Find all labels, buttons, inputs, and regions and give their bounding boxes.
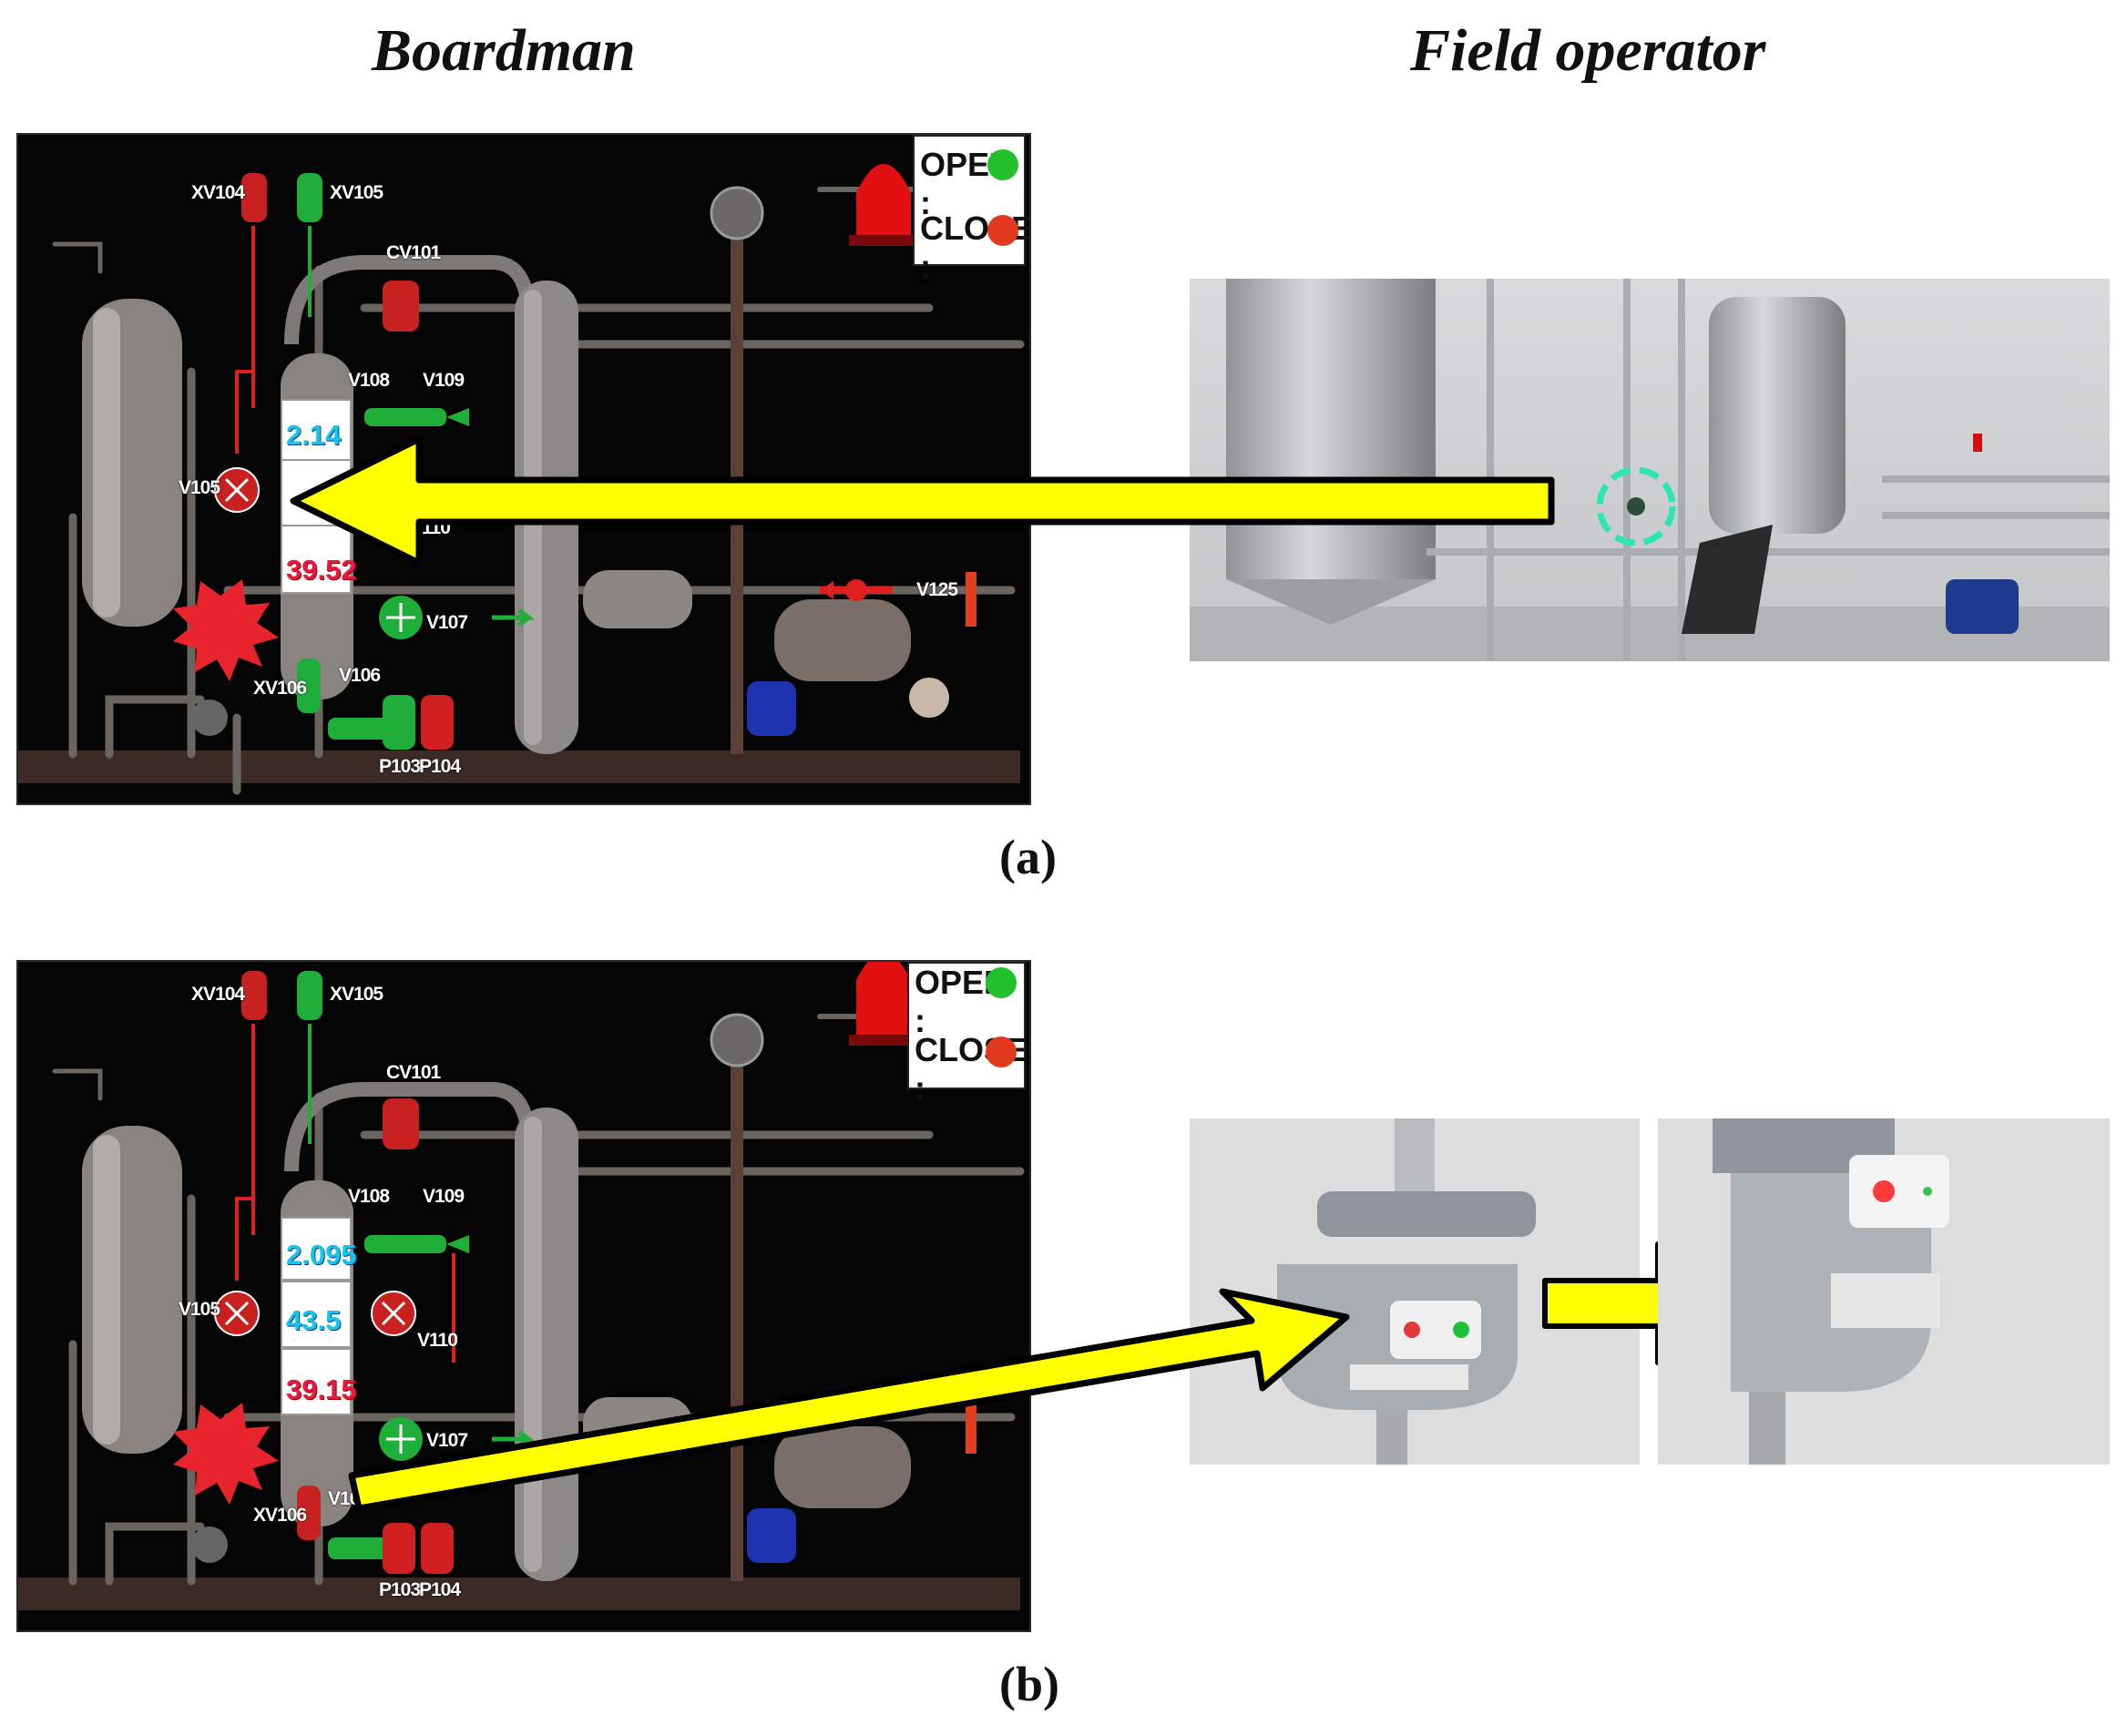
heat-exchanger bbox=[583, 570, 692, 628]
readout-3-value: 39.52 bbox=[286, 554, 357, 586]
valve-xv106 bbox=[297, 1486, 321, 1540]
arrow-field-to-board-a bbox=[290, 435, 1555, 567]
arrow-board-to-field-b bbox=[348, 1288, 1350, 1512]
tag-xv105: XV105 bbox=[330, 984, 383, 1005]
tag-v105: V105 bbox=[179, 477, 220, 498]
readout-1-value: 2.095 bbox=[286, 1239, 357, 1271]
photo-beacon bbox=[1973, 434, 1982, 452]
photo-tank-right bbox=[1709, 297, 1846, 534]
leak-alarm-burst-icon bbox=[173, 579, 279, 681]
pump-p103 bbox=[383, 695, 415, 750]
valve-xv105 bbox=[297, 173, 322, 222]
caption-a: (a) bbox=[999, 830, 1057, 884]
legend-b: OPEN : CLOSE : bbox=[907, 962, 1028, 1107]
photo-led-red-icon bbox=[1404, 1322, 1420, 1338]
tag-p103: P103 bbox=[379, 756, 421, 777]
valve-xv105 bbox=[297, 971, 322, 1020]
alarm-beacon-icon bbox=[856, 164, 911, 235]
tag-p104: P104 bbox=[419, 1579, 461, 1600]
tag-p104: P104 bbox=[419, 756, 461, 777]
floor-pipe bbox=[18, 751, 1020, 783]
tag-v109: V109 bbox=[423, 1186, 465, 1207]
tank-horizontal bbox=[774, 599, 911, 681]
close-indicator-icon bbox=[987, 215, 1018, 246]
readout-3: 39.15 bbox=[281, 1348, 357, 1415]
photo-flange bbox=[1317, 1191, 1536, 1237]
tag-xv105: XV105 bbox=[330, 182, 383, 203]
caption-b: (b) bbox=[999, 1657, 1059, 1711]
tag-xv106: XV106 bbox=[253, 1505, 307, 1526]
tag-v108: V108 bbox=[348, 370, 390, 391]
tag-v125: V125 bbox=[916, 579, 958, 600]
tank-horizontal bbox=[774, 1426, 911, 1508]
readout-1-value: 2.14 bbox=[286, 419, 342, 451]
tag-v105: V105 bbox=[179, 1299, 220, 1320]
actuator-photo-close bbox=[1658, 1118, 2110, 1465]
tag-p103: P103 bbox=[379, 1579, 421, 1600]
valve-cv101 bbox=[383, 281, 419, 332]
open-indicator-icon bbox=[987, 149, 1018, 180]
tag-v109: V109 bbox=[423, 370, 465, 391]
tag-xv104: XV104 bbox=[191, 984, 245, 1005]
photo-led-module bbox=[1849, 1155, 1949, 1228]
tag-cv101: CV101 bbox=[386, 242, 441, 263]
tag-xv106: XV106 bbox=[253, 678, 307, 699]
photo-led-green-icon bbox=[1923, 1187, 1932, 1196]
photo-tank-left bbox=[1226, 279, 1436, 579]
gauge bbox=[909, 678, 949, 718]
readout-1: 2.095 bbox=[281, 1217, 357, 1281]
tag-cv101: CV101 bbox=[386, 1062, 441, 1083]
tag-v107: V107 bbox=[426, 1430, 468, 1451]
valve-v108-v109 bbox=[364, 408, 446, 426]
open-indicator-icon bbox=[986, 967, 1017, 998]
valve-xv104 bbox=[241, 971, 267, 1020]
tag-v108: V108 bbox=[348, 1186, 390, 1207]
motor-blue bbox=[747, 1508, 796, 1563]
floor-pipe bbox=[18, 1578, 1020, 1610]
alarm-beacon-icon bbox=[856, 962, 911, 1035]
readout-3-value: 39.15 bbox=[286, 1373, 357, 1405]
valve-v125 bbox=[966, 572, 977, 627]
field-photo-a bbox=[1190, 279, 2110, 661]
legend-a: OPEN : CLOSE : bbox=[913, 135, 1029, 285]
tag-v110: V110 bbox=[417, 1330, 458, 1351]
tag-v107: V107 bbox=[426, 612, 468, 633]
valve-cv101 bbox=[383, 1098, 419, 1149]
scada-screen-a: XV104 XV105 CV101 V108 V109 V105 V110 V1… bbox=[16, 133, 1031, 805]
valve-xv104 bbox=[241, 173, 267, 222]
motor-blue bbox=[747, 681, 796, 736]
photo-black-hood bbox=[1682, 525, 1773, 634]
header-boardman: Boardman bbox=[372, 17, 636, 84]
valve-xv106 bbox=[297, 659, 321, 713]
photo-led-red-icon bbox=[1873, 1180, 1895, 1202]
vertical-column bbox=[731, 189, 743, 754]
valve-v108-v109 bbox=[364, 1235, 446, 1253]
leak-alarm-burst-icon bbox=[173, 1403, 279, 1505]
tag-v106: V106 bbox=[339, 665, 381, 686]
pump-p104 bbox=[421, 1523, 454, 1574]
ar-target-marker-icon bbox=[1596, 466, 1676, 546]
valve-v125 bbox=[966, 1399, 977, 1454]
pump-small bbox=[191, 700, 228, 736]
pump-p104 bbox=[421, 695, 454, 750]
photo-motor bbox=[1946, 579, 2019, 634]
photo-led-module bbox=[1390, 1301, 1481, 1359]
header-field-operator: Field operator bbox=[1410, 17, 1766, 84]
tag-v106: V10 bbox=[328, 1488, 360, 1509]
photo-led-green-icon bbox=[1453, 1322, 1469, 1338]
scada-screen-b: XV104 XV105 CV101 V108 V109 V105 V110 V1… bbox=[16, 960, 1031, 1632]
flange-wheel bbox=[710, 186, 764, 240]
readout-2: 43.5 bbox=[281, 1281, 352, 1348]
tag-xv104: XV104 bbox=[191, 182, 245, 203]
close-indicator-icon bbox=[986, 1036, 1017, 1067]
flange-wheel bbox=[710, 1013, 764, 1067]
pump-small bbox=[191, 1527, 228, 1563]
readout-3: 39.52 bbox=[281, 525, 357, 594]
readout-1: 2.14 bbox=[281, 399, 352, 461]
pump-p103 bbox=[383, 1523, 415, 1574]
readout-2-value: 43.5 bbox=[286, 1304, 342, 1336]
